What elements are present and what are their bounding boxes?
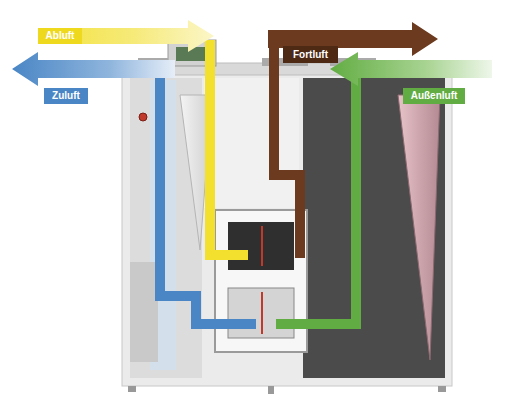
air-label-box: Außenluft <box>403 88 465 104</box>
fan-shaft <box>261 292 263 334</box>
air-label: Fortluft <box>293 49 328 61</box>
air-label-box: Zuluft <box>44 88 88 104</box>
outdoor-air-path <box>276 66 356 324</box>
drain <box>268 386 274 394</box>
extract-arrow <box>38 20 214 52</box>
extract-air-path <box>210 40 248 255</box>
fan-lower <box>228 288 294 338</box>
heat-exchanger <box>215 210 307 352</box>
exhaust-air-path <box>274 40 300 258</box>
right-chamber <box>303 78 445 378</box>
foot <box>438 386 446 392</box>
indicator-lamp <box>139 113 147 121</box>
air-label-box: Abluft <box>38 28 82 44</box>
fan-upper <box>228 222 294 270</box>
supply-air-path <box>160 70 256 324</box>
air-label: Zuluft <box>52 90 80 102</box>
air-label-box: Fortluft <box>283 46 338 63</box>
housing <box>122 70 452 386</box>
outdoor-arrow <box>330 52 492 86</box>
air-label: Abluft <box>46 30 75 42</box>
center-chamber <box>204 78 299 208</box>
side-panel <box>130 262 158 362</box>
supply-arrow <box>12 52 175 86</box>
air-label: Außenluft <box>411 90 458 102</box>
fan-shaft <box>261 226 263 266</box>
outdoor-filter <box>398 95 440 360</box>
foot <box>128 386 136 392</box>
